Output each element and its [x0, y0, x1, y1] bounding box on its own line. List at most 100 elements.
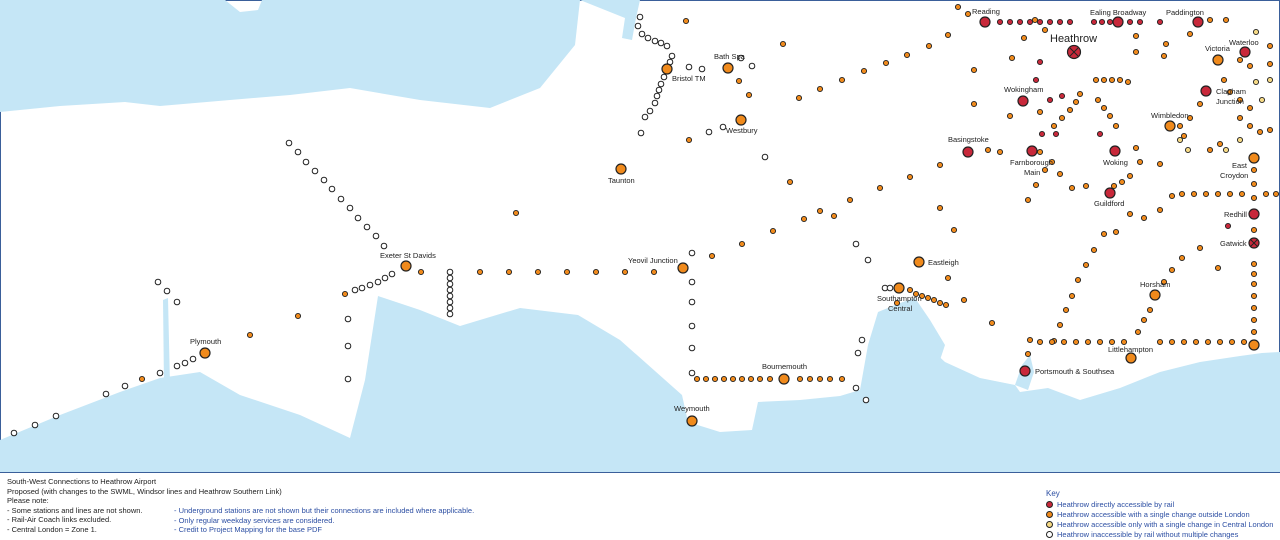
label-bristol: Bristol TM: [672, 74, 706, 83]
map-subtitle: Proposed (with changes to the SWML, Wind…: [7, 486, 282, 496]
label-reading: Reading: [972, 7, 1000, 16]
station-bath: [722, 62, 734, 74]
station-east-croydon: [1248, 152, 1260, 164]
label-clapham-2: Junction: [1216, 97, 1244, 106]
red-line-stations: [996, 18, 1232, 230]
major-orange-stations: [199, 54, 1260, 427]
notes-right: - Underground stations are not shown but…: [174, 506, 474, 535]
label-southampton-2: Central: [888, 304, 913, 313]
label-farnborough: Farnborough: [1010, 158, 1053, 167]
gatwick-plane-icon: [1250, 239, 1258, 247]
sea-area: [0, 0, 1280, 472]
station-bournemouth: [778, 373, 790, 385]
label-redhill: Redhill: [1224, 210, 1247, 219]
station-westbury: [735, 114, 747, 126]
label-westbury: Westbury: [726, 126, 758, 135]
key-row-central-london: Heathrow accessible only with a single c…: [1046, 519, 1273, 529]
key-label: Heathrow accessible with a single change…: [1057, 509, 1250, 519]
single-change-stations: [138, 3, 1280, 383]
station-horsham: [1149, 289, 1161, 301]
station-waterloo: [1239, 46, 1251, 58]
label-woking: Woking: [1103, 158, 1128, 167]
station-taunton: [615, 163, 627, 175]
station-yeovil: [677, 262, 689, 274]
station-labels: Heathrow Reading Ealing Broadway Padding…: [190, 7, 1259, 413]
label-plymouth: Plymouth: [190, 337, 221, 346]
station-guildford: [1104, 187, 1116, 199]
station-portsmouth: [1019, 365, 1031, 377]
heathrow-plane-icon: [1069, 47, 1079, 57]
label-east-croydon: East: [1232, 161, 1248, 170]
station-exeter: [400, 260, 412, 272]
notes-left: South-West Connections to Heathrow Airpo…: [7, 477, 282, 534]
label-portsmouth: Portsmouth & Southsea: [1035, 367, 1115, 376]
central-change-stations: [1176, 28, 1274, 154]
label-horsham: Horsham: [1140, 280, 1170, 289]
station-victoria: [1212, 54, 1224, 66]
southampton-water: [900, 298, 945, 360]
label-yeovil: Yeovil Junction: [628, 256, 678, 265]
station-plymouth: [199, 347, 211, 359]
station-farnborough: [1026, 145, 1038, 157]
label-basingstoke: Basingstoke: [948, 135, 989, 144]
note-heading: Please note:: [7, 496, 49, 505]
station-redhill: [1248, 208, 1260, 220]
key-dot-orange: [1046, 510, 1053, 518]
label-paddington: Paddington: [1166, 8, 1204, 17]
station-chichester: [1248, 339, 1260, 351]
key-label: Heathrow accessible only with a single c…: [1057, 519, 1274, 529]
map-key: Key Heathrow directly accessible by rail…: [1046, 489, 1273, 539]
major-red-stations: [962, 16, 1260, 377]
label-waterloo: Waterloo: [1229, 38, 1259, 47]
key-dot-yellow: [1046, 520, 1053, 528]
key-row-direct: Heathrow directly accessible by rail: [1046, 499, 1273, 509]
label-exeter: Exeter St Davids: [380, 251, 436, 260]
label-southampton: Southampton: [877, 294, 922, 303]
label-guildford: Guildford: [1094, 199, 1124, 208]
station-basingstoke: [962, 146, 974, 158]
note-6: - Credit to Project Mapping for the base…: [174, 525, 322, 534]
key-row-single-change: Heathrow accessible with a single change…: [1046, 509, 1273, 519]
station-wokingham: [1017, 95, 1029, 107]
station-littlehampton: [1125, 352, 1137, 364]
key-label: Heathrow inaccessible by rail without mu…: [1057, 529, 1239, 539]
severn-estuary: [580, 0, 640, 40]
label-weymouth: Weymouth: [674, 404, 710, 413]
key-dot-red: [1046, 500, 1053, 508]
label-gatwick: Gatwick: [1220, 239, 1247, 248]
airport-icons: [1069, 47, 1258, 247]
footer-panel: South-West Connections to Heathrow Airpo…: [0, 472, 1280, 540]
station-eastleigh: [913, 256, 925, 268]
label-heathrow: Heathrow: [1050, 33, 1097, 45]
key-row-inaccessible: Heathrow inaccessible by rail without mu…: [1046, 529, 1273, 539]
bristol-channel: [0, 0, 580, 112]
english-channel: [0, 296, 1280, 472]
label-victoria: Victoria: [1205, 44, 1231, 53]
station-clapham: [1200, 85, 1212, 97]
note-3: - Central London = Zone 1.: [7, 524, 97, 534]
label-littlehampton: Littlehampton: [1108, 345, 1153, 354]
label-bournemouth: Bournemouth: [762, 362, 807, 371]
note-4: - Underground stations are not shown but…: [174, 506, 475, 515]
station-wimbledon: [1164, 120, 1176, 132]
label-taunton: Taunton: [608, 176, 635, 185]
station-woking: [1109, 145, 1121, 157]
label-farnborough-2: Main: [1024, 168, 1040, 177]
inaccessible-stations: [10, 13, 894, 437]
station-southampton: [893, 282, 905, 294]
note-2: - Rail-Air Coach links excluded.: [7, 515, 112, 524]
label-wokingham: Wokingham: [1004, 85, 1043, 94]
rail-map: Heathrow Reading Ealing Broadway Padding…: [0, 0, 1280, 472]
label-east-croydon-2: Croydon: [1220, 171, 1248, 180]
label-clapham: Clapham: [1216, 87, 1246, 96]
label-bath: Bath Spa: [714, 52, 746, 61]
label-wimbledon: Wimbledon: [1151, 111, 1189, 120]
key-label: Heathrow directly accessible by rail: [1057, 499, 1175, 509]
note-5: - Only regular weekday services are cons…: [174, 515, 335, 525]
station-reading: [979, 16, 991, 28]
plymouth-sound: [163, 298, 170, 385]
note-1: - Some stations and lines are not shown.: [7, 505, 143, 515]
station-ealing: [1112, 16, 1124, 28]
label-eastleigh: Eastleigh: [928, 258, 959, 267]
station-weymouth: [686, 415, 698, 427]
